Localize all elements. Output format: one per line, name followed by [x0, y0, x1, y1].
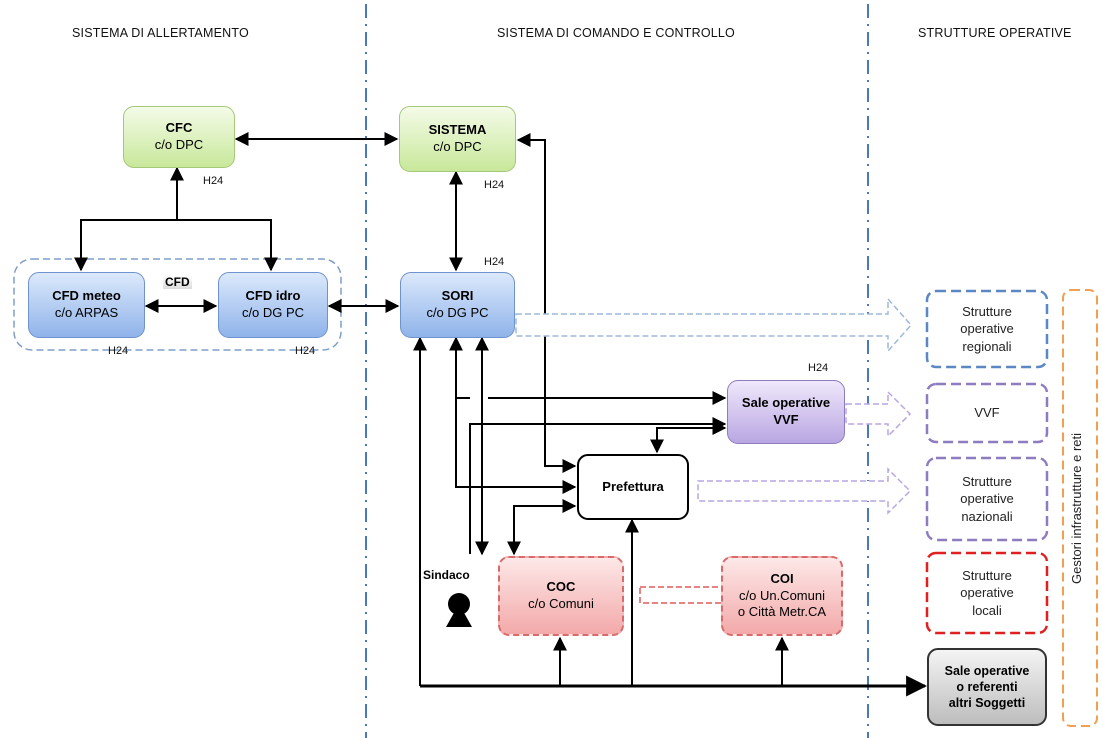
op-regionali-border — [925, 289, 1049, 369]
op-locali: Strutture operative locali — [930, 556, 1044, 630]
h24-vvf: H24 — [808, 362, 829, 374]
op-locali-l1: Strutture — [962, 567, 1012, 583]
header-comando: SISTEMA DI COMANDO E CONTROLLO — [497, 26, 735, 40]
op-regionali: Strutture operative regionali — [930, 294, 1044, 364]
node-cfd-meteo-sub: c/o ARPAS — [54, 305, 119, 320]
node-sale-vvf: Sale operative VVF — [727, 380, 845, 444]
op-locali-l2: operative — [960, 585, 1014, 601]
node-sale-altri-line2: o referenti — [956, 679, 1018, 694]
op-locali-l3: locali — [972, 602, 1002, 618]
node-coc-sub: c/o Comuni — [528, 596, 594, 611]
node-cfd-idro: CFD idro c/o DG PC — [218, 272, 328, 338]
node-cfd-meteo: CFD meteo c/o ARPAS — [28, 272, 145, 338]
op-nazionali-l2: operative — [960, 491, 1014, 507]
node-coc: COC c/o Comuni — [498, 556, 624, 636]
node-sale-altri: Sale operative o referenti altri Soggett… — [927, 648, 1047, 726]
header-allertamento: SISTEMA DI ALLERTAMENTO — [72, 26, 249, 40]
node-sistema: SISTEMA c/o DPC — [399, 106, 516, 172]
h24-cfd-idro: H24 — [295, 345, 316, 357]
node-sale-vvf-line1: Sale operative — [741, 395, 831, 411]
node-prefettura-title: Prefettura — [602, 478, 664, 494]
node-cfc-sub: c/o DPC — [154, 137, 204, 152]
node-prefettura: Prefettura — [577, 454, 689, 520]
node-coc-title: COC — [546, 579, 576, 595]
node-cfd-idro-sub: c/o DG PC — [241, 305, 305, 320]
hollow-arrow-sori — [515, 297, 913, 353]
op-vvf: VVF — [930, 387, 1044, 439]
node-coi-sub2: o Città Metr.CA — [737, 604, 827, 620]
sindaco-label: Sindaco — [423, 568, 470, 582]
op-regionali-l1: Strutture — [962, 303, 1012, 319]
node-coi: COI c/o Un.Comuni o Città Metr.CA — [721, 556, 843, 636]
person-silhouette-icon — [446, 593, 472, 627]
h24-cfd-meteo: H24 — [108, 345, 129, 357]
op-nazionali-border — [925, 456, 1049, 542]
op-vvf-border — [925, 382, 1049, 444]
node-cfd-idro-title: CFD idro — [245, 288, 301, 304]
node-cfc: CFC c/o DPC — [123, 106, 235, 168]
gestori-label: Gestori infrastrutture e reti — [1068, 432, 1084, 584]
gestori-column: Gestori infrastrutture e reti — [1056, 290, 1096, 726]
node-sale-vvf-line2: VVF — [773, 412, 799, 427]
node-coi-sub1: c/o Un.Comuni — [739, 587, 825, 603]
h24-cfc: H24 — [203, 175, 224, 187]
node-sistema-sub: c/o DPC — [433, 139, 482, 154]
header-strutture: STRUTTURE OPERATIVE — [918, 26, 1072, 40]
op-nazionali: Strutture operative nazionali — [930, 461, 1044, 537]
h24-sori: H24 — [484, 256, 505, 268]
node-sori-sub: c/o DG PC — [426, 305, 489, 320]
h24-sistema: H24 — [484, 179, 505, 191]
node-cfc-title: CFC — [165, 120, 193, 136]
coc-coi-link — [639, 586, 723, 604]
node-sori-title: SORI — [441, 288, 474, 304]
hollow-arrow-vvf — [845, 390, 912, 438]
node-sistema-title: SISTEMA — [428, 122, 487, 138]
node-coi-title: COI — [770, 570, 794, 586]
cfd-group-label: CFD — [163, 275, 192, 289]
op-nazionali-l3: nazionali — [961, 508, 1013, 524]
node-sale-altri-line1: Sale operative — [944, 663, 1030, 678]
op-regionali-l3: regionali — [962, 338, 1012, 354]
op-vvf-l1: VVF — [974, 405, 1000, 421]
gestori-border — [1062, 289, 1098, 727]
op-regionali-l2: operative — [960, 321, 1014, 337]
node-sale-altri-line3: altri Soggetti — [948, 696, 1026, 711]
hollow-arrow-prefettura — [697, 467, 912, 515]
op-locali-border — [925, 551, 1049, 635]
op-nazionali-l1: Strutture — [962, 473, 1012, 489]
node-cfd-meteo-title: CFD meteo — [52, 288, 121, 304]
node-sori: SORI c/o DG PC — [400, 272, 515, 338]
